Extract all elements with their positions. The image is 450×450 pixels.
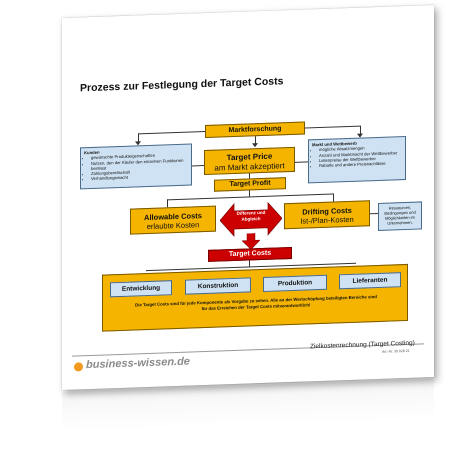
connector-allowable — [167, 199, 168, 208]
components-note: Die Target Costs sind für jede Komponent… — [135, 294, 377, 311]
logo-dot-icon — [74, 362, 83, 372]
differenz-double-arrow — [220, 201, 282, 237]
connector-drifting — [333, 193, 334, 202]
components-panel: Entwicklung Konstruktion Produktion Lief… — [102, 263, 408, 332]
component-produktion: Produktion — [263, 274, 327, 292]
down-arrow-to-target-costs — [242, 233, 260, 250]
footer-article-number: Art.-Nr. 30 028 21 — [382, 348, 410, 354]
drifting-sub: Ist-/Plan-Kosten — [300, 214, 354, 226]
target-price-sub: am Markt akzeptiert — [214, 160, 285, 173]
target-price-box: Target Price am Markt akzeptiert — [204, 146, 295, 176]
allowable-costs-box: Allowable Costs erlaubte Kosten — [130, 205, 216, 235]
wettbewerb-box: Markt und Wettbewerb mögliche Absatzmeng… — [308, 135, 406, 184]
document-sheet: Prozess zur Festlegung der Target Costs … — [62, 5, 434, 391]
connector-ressourcen — [370, 212, 378, 215]
component-konstruktion: Konstruktion — [185, 277, 251, 295]
target-costs-box: Target Costs — [208, 246, 292, 262]
logo-text: business-wissen.de — [86, 355, 190, 372]
connector-wettbewerb-price — [295, 161, 308, 163]
differenz-label: Differenz und Abgleich — [236, 209, 266, 222]
component-entwicklung: Entwicklung — [110, 280, 172, 298]
component-lieferanten: Lieferanten — [339, 272, 401, 290]
page-title: Prozess zur Festlegung der Target Costs — [80, 75, 284, 95]
drifting-costs-box: Drifting Costs Ist-/Plan-Kosten — [284, 200, 370, 230]
kunden-box: Kunden gewünschte Produkteigenschaften N… — [80, 143, 192, 190]
connector-kunden-price — [192, 165, 204, 167]
arrow-to-price — [252, 143, 258, 148]
target-profit-box: Target Profit — [214, 177, 286, 192]
ressourcen-box: Ressourcen, Bedingungen und Möglichkeite… — [378, 201, 422, 231]
